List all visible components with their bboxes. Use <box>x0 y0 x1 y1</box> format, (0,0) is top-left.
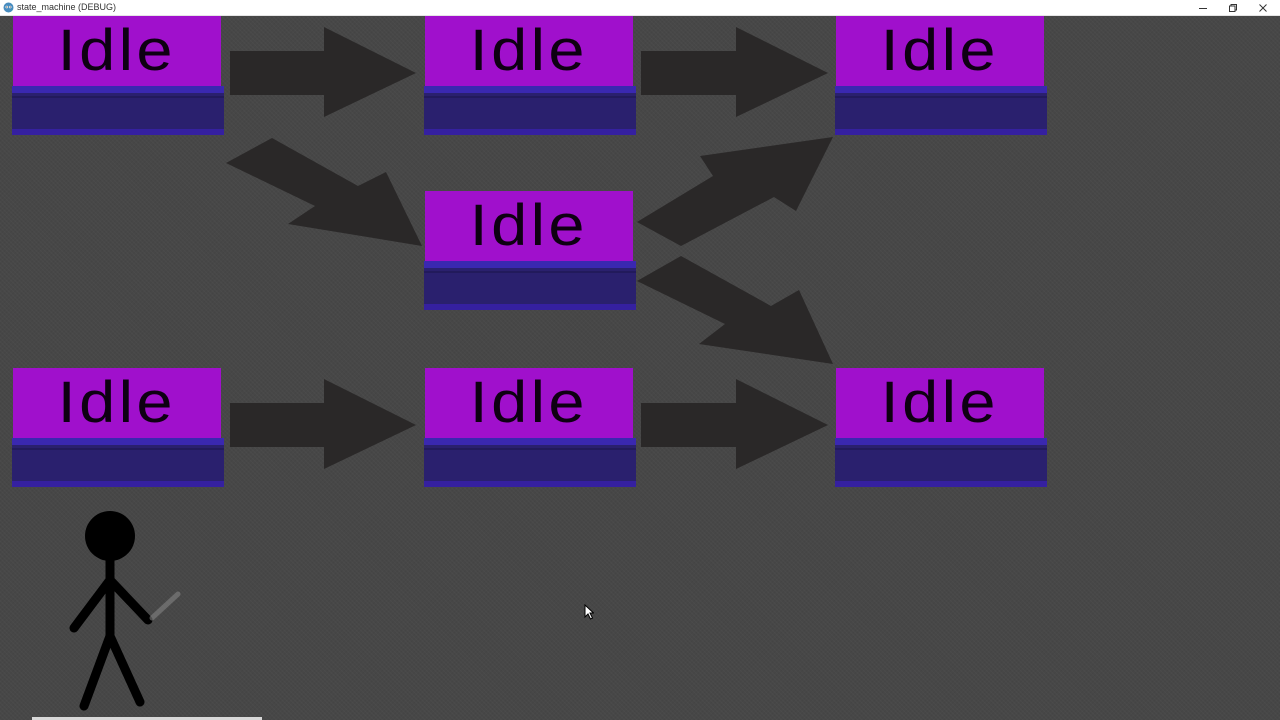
state-label: Idle <box>880 18 1000 83</box>
scroll-indicator <box>32 717 262 720</box>
state-node-label-box: Idle <box>836 368 1044 438</box>
transition-arrow-center-to-bottom-right <box>637 256 833 364</box>
window-title: state_machine (DEBUG) <box>17 2 117 12</box>
state-node-center[interactable]: Idle <box>424 191 636 310</box>
minimize-button[interactable] <box>1188 0 1218 15</box>
godot-app-icon <box>3 2 14 13</box>
transition-arrow-bottom-middle-to-bottom-right <box>641 379 828 469</box>
minimize-icon <box>1199 7 1207 9</box>
transition-arrow-bottom-left-to-bottom-middle <box>230 379 416 469</box>
stick-figure-icon <box>69 511 181 711</box>
state-node-bottom-left[interactable]: Idle <box>12 368 224 487</box>
state-node-top-left[interactable]: Idle <box>12 16 224 135</box>
state-label: Idle <box>57 370 177 435</box>
state-node-base <box>12 86 224 135</box>
state-label: Idle <box>880 370 1000 435</box>
state-node-label-box: Idle <box>425 16 633 86</box>
transition-arrow-top-left-to-top-middle <box>230 27 416 117</box>
state-node-label-box: Idle <box>836 16 1044 86</box>
state-node-bottom-middle[interactable]: Idle <box>424 368 636 487</box>
transition-arrow-top-left-to-center <box>226 138 422 246</box>
close-icon <box>1259 3 1267 12</box>
restore-icon <box>1229 3 1237 12</box>
state-label: Idle <box>57 18 177 83</box>
state-node-base <box>835 86 1047 135</box>
state-label: Idle <box>469 370 589 435</box>
window-titlebar[interactable]: state_machine (DEBUG) <box>0 0 1280 16</box>
state-node-base <box>12 438 224 487</box>
state-node-base <box>835 438 1047 487</box>
state-node-base <box>424 86 636 135</box>
state-node-label-box: Idle <box>13 16 221 86</box>
state-label: Idle <box>469 193 589 258</box>
state-node-top-right[interactable]: Idle <box>835 16 1047 135</box>
state-node-bottom-right[interactable]: Idle <box>835 368 1047 487</box>
state-node-label-box: Idle <box>425 368 633 438</box>
state-node-base <box>424 438 636 487</box>
state-label: Idle <box>469 18 589 83</box>
state-node-label-box: Idle <box>13 368 221 438</box>
transition-arrow-top-middle-to-top-right <box>641 27 828 117</box>
state-node-base <box>424 261 636 310</box>
transition-arrow-center-to-top-right <box>637 137 833 246</box>
mouse-pointer-icon <box>584 604 594 620</box>
close-button[interactable] <box>1248 0 1278 15</box>
state-node-label-box: Idle <box>425 191 633 261</box>
state-node-top-middle[interactable]: Idle <box>424 16 636 135</box>
game-viewport[interactable]: Idle Idle Idle Idle Idle <box>0 16 1280 720</box>
transition-arrows <box>226 27 833 469</box>
restore-button[interactable] <box>1218 0 1248 15</box>
